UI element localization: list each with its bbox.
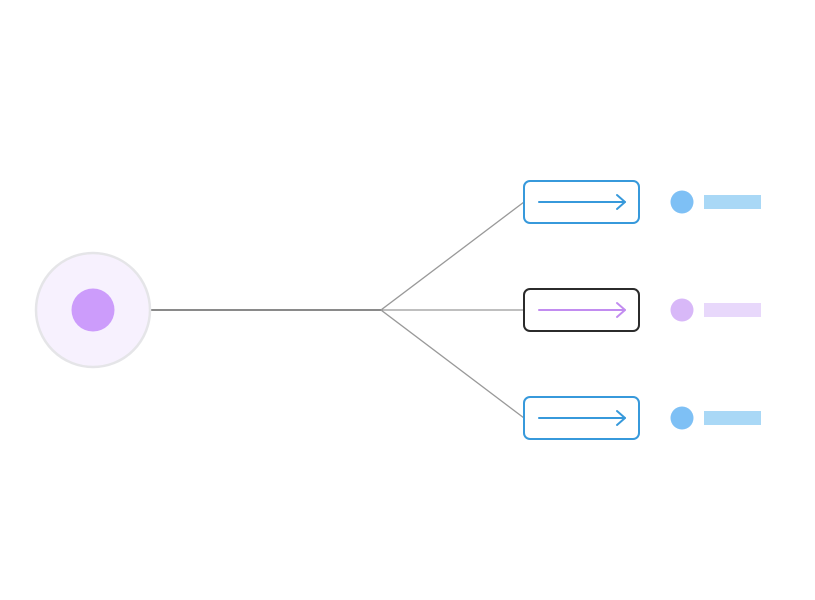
branch-node-middle[interactable]: [523, 288, 761, 332]
status-dot-middle: [670, 298, 694, 322]
source-node[interactable]: [34, 251, 152, 369]
branch-node-bottom[interactable]: [523, 396, 761, 440]
status-bar-top: [704, 195, 761, 209]
arrow-right-icon: [538, 302, 626, 318]
arrow-right-icon: [538, 194, 626, 210]
branch-connector-bottom: [380, 309, 525, 419]
status-bar-middle: [704, 303, 761, 317]
source-dot-icon: [71, 288, 115, 332]
branch-connector-top: [380, 201, 525, 311]
branch-node-top[interactable]: [523, 180, 761, 224]
status-dot-bottom: [670, 406, 694, 430]
status-bar-bottom: [704, 411, 761, 425]
status-dot-top: [670, 190, 694, 214]
arrow-right-icon: [538, 410, 626, 426]
